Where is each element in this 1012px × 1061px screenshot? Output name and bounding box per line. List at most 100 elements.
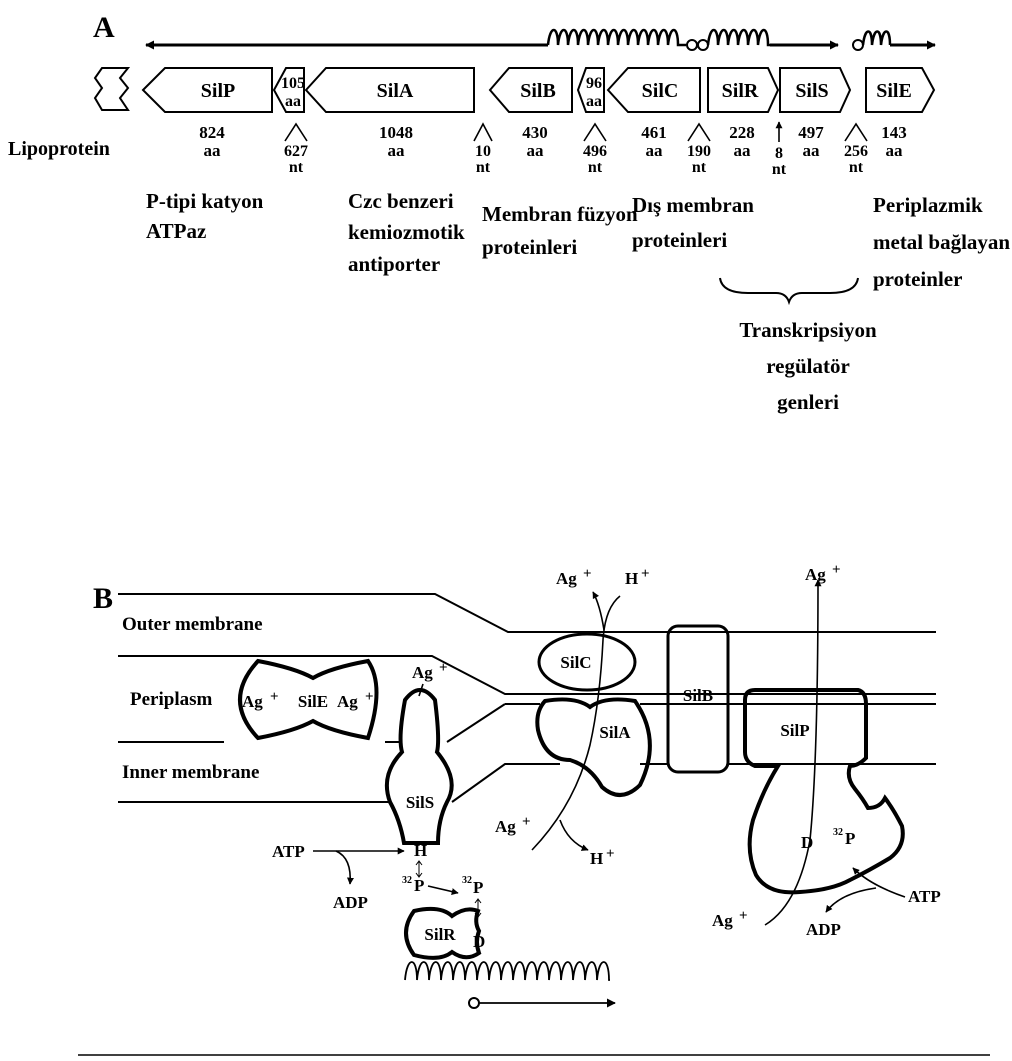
gene-orf105: 105 aa (274, 68, 305, 112)
gap-10-num: 10 (475, 143, 491, 160)
desc-outer-2: proteinleri (632, 228, 727, 252)
desc-regulators-3: genleri (777, 390, 839, 414)
gap-627-num: 627 (284, 143, 308, 160)
gap-190-marker (688, 124, 710, 141)
desc-periplasmic-3: proteinler (873, 267, 962, 291)
gap-256-unit: nt (849, 159, 864, 176)
silc-size-num: 461 (641, 123, 667, 142)
sils-size-unit: aa (803, 141, 821, 160)
desc-fusion-1: Membran füzyon (482, 202, 638, 226)
desc-outer-1: Dış membran (632, 193, 754, 217)
gap-496-num: 496 (583, 143, 607, 160)
sile-ag-left: Ag (242, 692, 263, 711)
silp-top-ag-plus: + (832, 562, 841, 578)
silp-size-unit: aa (204, 141, 222, 160)
silb-size-unit: aa (527, 141, 545, 160)
silp-p-sup: 32 (833, 827, 843, 838)
sils-atp: ATP (272, 842, 305, 861)
gene-sils-label: SilS (795, 80, 828, 102)
gap-190-num: 190 (687, 143, 711, 160)
promoter-circle-3 (853, 40, 863, 50)
periplasm-label: Periplasm (130, 689, 212, 710)
silb-size-num: 430 (522, 123, 548, 142)
gene-sile-label: SilE (876, 80, 912, 102)
gap-496-unit: nt (588, 159, 603, 176)
orf96-unit: aa (586, 93, 602, 110)
regulator-brace (720, 278, 858, 302)
desc-czc-3: antiporter (348, 252, 440, 276)
sils-adp: ADP (333, 893, 368, 912)
desc-regulators-2: regülatör (766, 354, 850, 378)
silp-top-ag: Ag (805, 565, 826, 584)
promoter-circle-2 (698, 40, 708, 50)
silp-asp: D (801, 833, 813, 852)
lipoprotein-gene-fragment (95, 68, 128, 110)
promoter-circle-1 (687, 40, 697, 50)
gene-silc-label: SilC (642, 80, 679, 102)
desc-p-type-2: ATPaz (146, 219, 206, 243)
gap-627-marker (285, 124, 307, 141)
panel-a-label: A (93, 11, 115, 44)
silr-asp: D (473, 932, 485, 951)
sila-top-ag-plus: + (583, 566, 592, 582)
desc-periplasmic-1: Periplazmik (873, 193, 983, 217)
silp-adp-curve (826, 888, 876, 912)
his-p-sup: 32 (402, 875, 412, 886)
silr-dna-coil (405, 962, 610, 980)
sila-top-ag: Ag (556, 569, 577, 588)
silp-label: SilP (780, 721, 809, 740)
gene-sile: SilE (866, 68, 934, 112)
sils-protein (387, 690, 452, 843)
transcript-coil-2 (708, 30, 770, 45)
silp-bottom-ag-plus: + (739, 908, 748, 924)
desc-czc-1: Czc benzeri (348, 189, 454, 213)
orf105-unit: aa (285, 93, 301, 110)
transcript-coil-1 (548, 30, 686, 45)
sila-size-num: 1048 (379, 123, 413, 142)
sila-bottom-h: H (590, 849, 603, 868)
sile-size-num: 143 (881, 123, 907, 142)
silr-label: SilR (424, 925, 456, 944)
sils-ag: Ag (412, 663, 433, 682)
silp-protein (745, 690, 903, 892)
sile-ag-left-plus: + (270, 689, 279, 705)
orf105-num: 105 (281, 75, 305, 92)
silp-atp: ATP (908, 887, 941, 906)
inner-membrane-top-slope (447, 704, 505, 742)
silp-p: P (845, 829, 855, 848)
silc-label: SilC (560, 653, 591, 672)
sila-top-h: H (625, 569, 638, 588)
sils-size-num: 497 (798, 123, 824, 142)
sila-bottom-ag: Ag (495, 817, 516, 836)
outer-membrane-label: Outer membrane (122, 614, 263, 635)
sils-adp-curve (336, 851, 350, 884)
gene-sila: SilA (306, 68, 474, 112)
sile-ag-right-plus: + (365, 689, 374, 705)
silr-size-num: 228 (729, 123, 755, 142)
silr-promoter-circle (469, 998, 479, 1008)
silb-label: SilB (683, 686, 713, 705)
silp-bottom-ag: Ag (712, 911, 733, 930)
silc-size-unit: aa (646, 141, 664, 160)
gene-orf96: 96 aa (578, 68, 604, 112)
gap-8-unit: nt (772, 161, 787, 178)
panel-b-label: B (93, 582, 113, 615)
desc-periplasmic-2: metal bağlayan (873, 230, 1010, 254)
phospho-transfer-arrow (428, 886, 458, 893)
gap-10-unit: nt (476, 159, 491, 176)
gap-190-unit: nt (692, 159, 707, 176)
inner-membrane-bottom-slope (452, 764, 560, 802)
lipoprotein-label: Lipoprotein (8, 138, 110, 160)
sila-bottom-ag-plus: + (522, 814, 531, 830)
sila-top-h-plus: + (641, 566, 650, 582)
sila-proton-arrow (560, 820, 588, 850)
desc-p-type-1: P-tipi katyon (146, 189, 264, 213)
gap-496-marker (584, 124, 606, 141)
sila-protein (537, 699, 650, 795)
desc-czc-2: kemiozmotik (348, 220, 465, 244)
sila-label: SilA (599, 723, 631, 742)
gene-silr-label: SilR (722, 80, 759, 102)
gene-silb-label: SilB (520, 80, 556, 102)
asp-p: P (473, 878, 483, 897)
